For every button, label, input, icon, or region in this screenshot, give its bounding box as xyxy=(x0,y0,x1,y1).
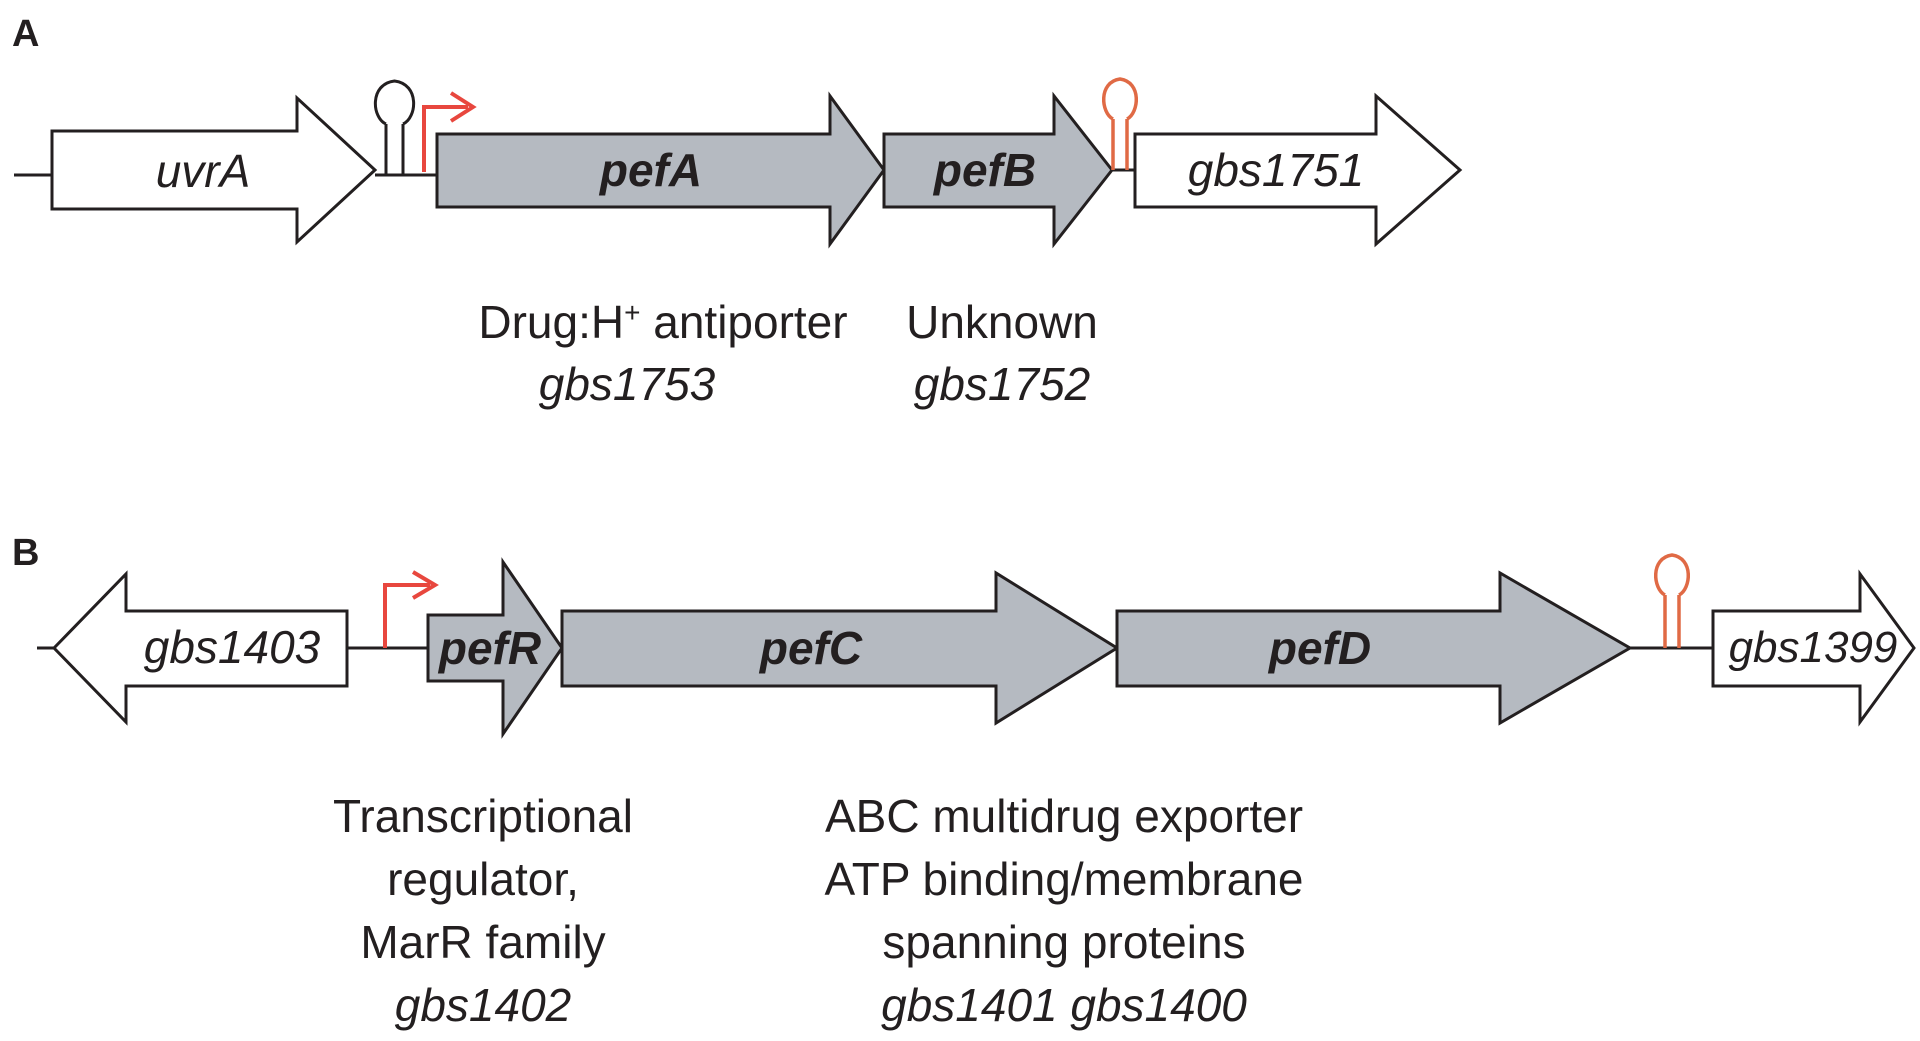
pefB-function: Unknown xyxy=(906,296,1098,348)
promoter-icon xyxy=(383,570,439,648)
gene-label-gbs1751: gbs1751 xyxy=(1188,144,1365,196)
gene-arrow-pefR xyxy=(426,557,564,739)
pefA-function-sup: + xyxy=(624,297,640,328)
gene-arrow-pefC xyxy=(560,570,1120,726)
gene-label-pefC: pefC xyxy=(758,622,863,674)
pefR-function-line1: Transcriptional xyxy=(333,790,633,842)
panel-a: A uvrA pefA pefB gbs1751 xyxy=(12,13,1463,410)
gene-label-pefA: pefA xyxy=(598,144,702,196)
pefCD-function-line3: spanning proteins xyxy=(882,916,1245,968)
gene-label-gbs1399: gbs1399 xyxy=(1729,623,1898,672)
gene-arrow-pefA xyxy=(435,91,886,249)
terminator-icon xyxy=(1653,553,1691,648)
pefA-locus: gbs1753 xyxy=(539,358,716,410)
pefB-locus: gbs1752 xyxy=(914,358,1091,410)
pefCD-function-line1: ABC multidrug exporter xyxy=(825,790,1303,842)
pefR-function-line3: MarR family xyxy=(360,916,605,968)
pefA-function-suffix: antiporter xyxy=(640,296,847,348)
pefR-function-line2: regulator, xyxy=(387,853,579,905)
gene-arrow-gbs1399 xyxy=(1711,569,1916,727)
terminator-icon xyxy=(1101,77,1139,170)
gene-label-pefD: pefD xyxy=(1267,622,1371,674)
panel-b: B gbs1403 pefR pefC pefD gbs1399 T xyxy=(12,532,1916,1031)
pefA-function-prefix: Drug:H xyxy=(478,296,624,348)
pefA-function: Drug:H+ antiporter xyxy=(478,296,847,348)
gene-arrow-gbs1403 xyxy=(51,570,349,726)
pefR-locus: gbs1402 xyxy=(395,979,572,1031)
gene-label-pefR: pefR xyxy=(437,622,541,674)
panel-b-label: B xyxy=(12,532,39,574)
gene-arrow-gbs1751 xyxy=(1133,92,1463,248)
pefCD-function-line2: ATP binding/membrane xyxy=(824,853,1303,905)
gene-arrow-uvrA xyxy=(50,94,378,246)
gene-label-uvrA: uvrA xyxy=(156,145,251,197)
promoter-icon xyxy=(422,91,477,172)
pefCD-locus: gbs1401 gbs1400 xyxy=(881,979,1247,1031)
gene-arrow-pefD xyxy=(1115,570,1634,726)
gene-arrow-pefB xyxy=(882,91,1114,249)
panel-a-label: A xyxy=(12,13,39,55)
gene-label-pefB: pefB xyxy=(932,144,1036,196)
gene-label-gbs1403: gbs1403 xyxy=(144,621,321,673)
terminator-icon xyxy=(373,79,416,175)
